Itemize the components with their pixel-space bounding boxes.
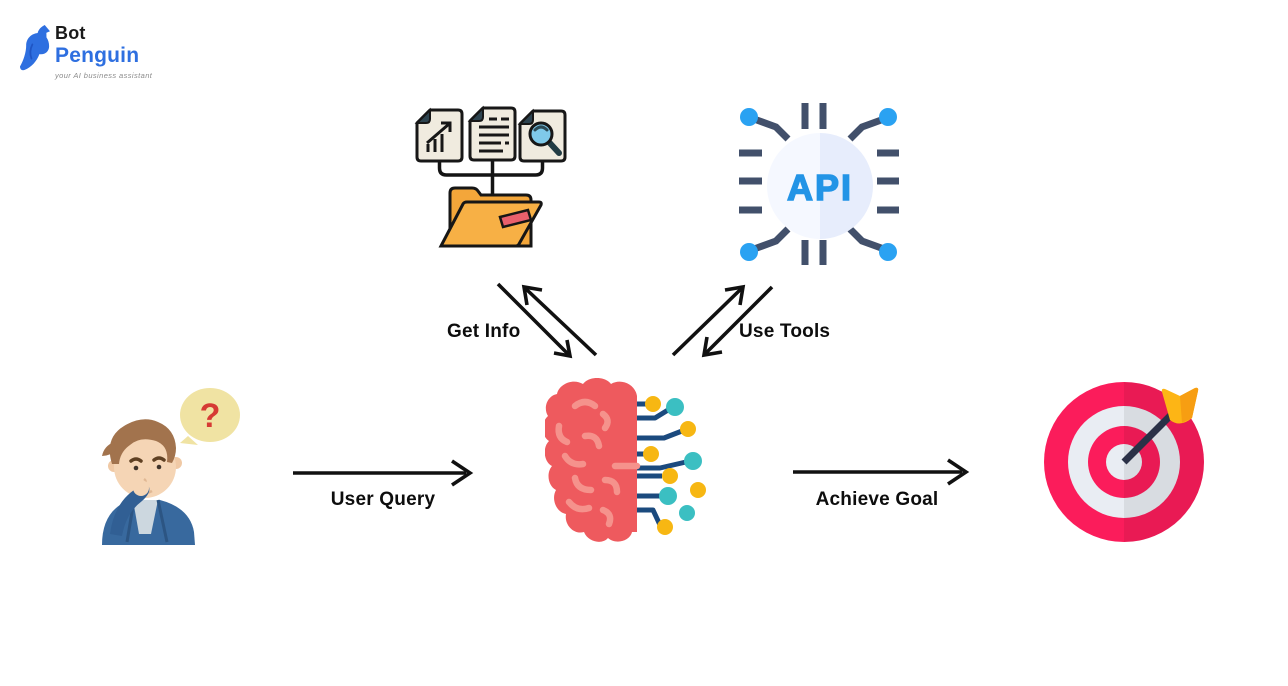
dart: [1121, 387, 1199, 465]
logo-word-penguin: Penguin: [55, 44, 140, 67]
arrow-use-tools-down: [701, 285, 774, 358]
logo-tagline: your AI business assistant: [55, 71, 153, 80]
documents-folder-icon: [414, 105, 567, 248]
edge-label-use-tools: Use Tools: [739, 321, 831, 342]
document-chart-icon: [414, 107, 464, 163]
question-bubble: ?: [180, 388, 240, 445]
arm: [110, 485, 150, 536]
edge-label-user-query: User Query: [330, 489, 436, 510]
document-text-icon: [467, 105, 517, 162]
arrow-get-info-down: [496, 282, 573, 359]
circuit-dots: [643, 396, 706, 535]
brain-circuit-icon: [545, 378, 706, 542]
question-mark: ?: [200, 397, 221, 435]
folder-label: [498, 208, 533, 229]
api-label: API: [787, 167, 853, 208]
hair: [109, 419, 176, 464]
hand: [133, 480, 149, 496]
target-dart-icon: [1044, 382, 1204, 542]
arrow-use-tools-up: [671, 284, 746, 357]
arrow-achieve-goal: [793, 458, 970, 486]
arrow-get-info-up: [521, 284, 598, 357]
edge-label-achieve-goal: Achieve Goal: [815, 489, 939, 510]
logo-word-bot: Bot: [55, 23, 86, 43]
botpenguin-logo: Bot Penguin your AI business assistant: [20, 24, 152, 80]
logo-text: Bot Penguin your AI business assistant: [55, 24, 152, 80]
edge-label-get-info: Get Info: [447, 321, 521, 342]
api-chip-icon: API: [739, 103, 899, 265]
face: [114, 436, 176, 498]
chip-node-dots: [740, 108, 897, 261]
penguin-icon: [20, 25, 50, 71]
thinking-person-icon: ?: [102, 388, 240, 545]
folder-icon: [438, 186, 543, 248]
document-search-icon: [517, 108, 567, 163]
arrow-user-query: [293, 459, 474, 487]
